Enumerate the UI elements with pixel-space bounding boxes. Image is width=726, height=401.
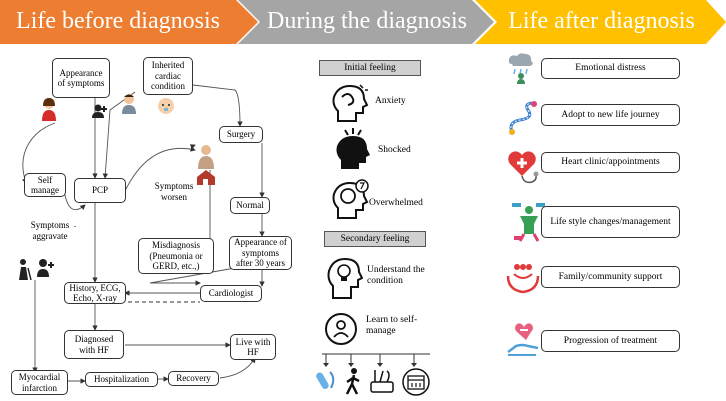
banner-life-after: Life after diagnosis (475, 0, 726, 44)
after-family-support: Family/community support (541, 266, 680, 288)
secondary-branch-lines (322, 353, 430, 367)
banner-during-label: During the diagnosis (267, 8, 467, 34)
header-secondary-feeling: Secondary feeling (324, 231, 426, 247)
feeling-overwhelmed: Overwhelmed (369, 198, 423, 208)
box-inherited-cardiac: Inherited cardiac condition (143, 57, 193, 95)
baby-icon (156, 96, 176, 121)
heart-stethoscope-icon (506, 148, 540, 191)
box-live-with-hf: Live with HF (230, 334, 276, 360)
add-person-icon (92, 104, 108, 123)
box-appearance-of-symptoms: Appearance of symptoms (52, 58, 110, 98)
arrow-recovery-to-live (219, 357, 256, 379)
box-pcp: PCP (74, 178, 126, 203)
distress-cloud-icon (506, 52, 536, 89)
arrow-woman-to-self-manage (22, 122, 56, 184)
banner-life-before: Life before diagnosis (0, 0, 258, 44)
label-dot: . (73, 219, 77, 229)
label-symptoms-worsen: Symptoms worsen (154, 181, 194, 202)
after-lifestyle-changes: Life style changes/management (541, 206, 680, 238)
exercise-icon (344, 368, 362, 401)
lightbulb-head-icon (327, 253, 364, 304)
box-self-manage: Self manage (24, 173, 66, 197)
feeling-understand-condition: Understand the condition (367, 265, 425, 286)
line-after30-to-history (149, 267, 236, 284)
lifestyle-icon (512, 200, 546, 247)
calendar-icon (401, 368, 431, 401)
banner-during-shape (238, 0, 494, 44)
banner-before-shape (0, 0, 258, 44)
arrow-self-to-pcp (64, 194, 86, 211)
box-myocardial-infarction: Myocardial infarction (11, 370, 68, 395)
treatment-hand-heart-icon (506, 322, 540, 361)
diet-icon (369, 368, 395, 399)
feeling-anxiety: Anxiety (375, 96, 406, 106)
label-symptoms-aggravate: Symptoms aggravate (30, 220, 70, 241)
doctor-house-icon (193, 143, 219, 190)
woman-avatar-icon (40, 97, 58, 126)
arrow-pcp-to-doctor (124, 146, 196, 192)
overwhelmed-head-icon (330, 178, 370, 225)
box-diagnosed-hf: Diagnosed with HF (64, 330, 124, 359)
header-initial-feeling: Initial feeling (319, 60, 421, 76)
banner-before-label: Life before diagnosis (16, 8, 220, 34)
feeling-shocked: Shocked (378, 145, 411, 155)
box-history: History, ECG, Echo, X-ray (64, 282, 126, 304)
box-appearance-after-30: Appearance of symptoms after 30 years (229, 236, 292, 270)
man-avatar-icon (120, 92, 138, 119)
box-cardiologist: Cardiologist (200, 285, 262, 302)
box-recovery: Recovery (168, 371, 219, 386)
banner-after-label: Life after diagnosis (508, 8, 695, 34)
anxiety-head-icon (330, 83, 370, 128)
banner-during: During the diagnosis (238, 0, 494, 44)
box-surgery: Surgery (219, 126, 263, 143)
after-new-life-journey: Adopt to new life journey (541, 104, 680, 126)
arrow-inherited-to-surgery (192, 84, 243, 127)
feeling-learn-self-manage: Learn to self-manage (366, 315, 418, 336)
self-manage-head-icon (324, 310, 358, 353)
shocked-head-icon (333, 128, 373, 175)
banner-after-shape (475, 0, 726, 44)
after-heart-clinic: Heart clinic/appointments (541, 152, 680, 173)
box-hospitalization: Hospitalization (85, 372, 158, 387)
journey-path-icon (506, 100, 540, 141)
box-normal: Normal (230, 197, 270, 214)
box-misdiagnosis: Misdiagnosis (Pneumonia or GERD, etc.,) (138, 238, 214, 274)
after-progression-treatment: Progression of treatment (541, 330, 680, 352)
after-emotional-distress: Emotional distress (541, 58, 680, 79)
elderly-caregiver-icon (16, 258, 60, 285)
medication-icon (316, 368, 338, 399)
family-support-icon (506, 262, 540, 299)
